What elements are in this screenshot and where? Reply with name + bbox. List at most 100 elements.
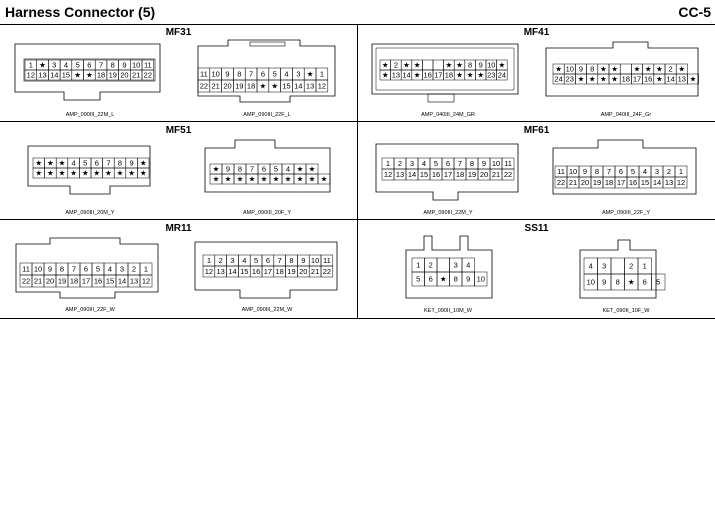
mr11-right-label: AMP_090III_22M_W	[241, 307, 293, 313]
pin-label: 23	[487, 71, 495, 80]
pin-label: 9	[579, 65, 583, 74]
pin-label: 9	[583, 167, 587, 176]
pin-label: 6	[95, 159, 99, 168]
pin-label: ★	[555, 65, 562, 74]
pin-label: 3	[410, 159, 414, 168]
pin-label: ★	[307, 70, 314, 79]
pin-label: ★	[105, 169, 112, 178]
pin-label: 3	[52, 61, 56, 70]
pin-label: ★	[213, 165, 220, 174]
pin-label: 20	[480, 170, 488, 179]
pin-label: ★	[70, 169, 77, 178]
pin-cell	[139, 274, 153, 288]
pin-label: ★	[273, 175, 280, 184]
pin-label: 9	[602, 278, 606, 287]
pin-label: ★	[446, 61, 453, 70]
pin-label: 10	[566, 65, 574, 74]
pin-cell	[610, 257, 625, 275]
pin-label: 5	[434, 159, 438, 168]
pin-label: ★	[47, 159, 54, 168]
pin-label: 2	[667, 167, 671, 176]
pin-label: 11	[323, 256, 331, 265]
pin-label: 1	[416, 261, 420, 270]
pin-label: 7	[458, 159, 462, 168]
pin-label: 5	[273, 70, 277, 79]
mf51-title: MF51	[165, 125, 192, 136]
pin-label: 18	[605, 178, 613, 187]
pin-label: ★	[271, 82, 278, 91]
pin-label: 9	[226, 165, 230, 174]
pin-label: 18	[456, 170, 464, 179]
pin-label: 3	[120, 265, 124, 274]
pin-label: 2	[629, 262, 633, 271]
pin-label: 17	[617, 178, 625, 187]
pin-label: 13	[678, 75, 686, 84]
pin-label: 5	[416, 275, 420, 284]
pin-label: ★	[297, 165, 304, 174]
pin-label: 18	[622, 75, 630, 84]
pin-label: 3	[454, 261, 458, 270]
pin-label: 11	[200, 70, 208, 79]
pin-label: ★	[213, 175, 220, 184]
pin-cell	[474, 271, 488, 287]
pin-label: ★	[600, 65, 607, 74]
pin-label: ★	[634, 65, 641, 74]
pin-label: 22	[200, 82, 208, 91]
pin-label: 22	[323, 267, 331, 276]
pin-label: 12	[27, 71, 35, 80]
pin-label: 4	[286, 165, 290, 174]
pin-cell	[141, 69, 154, 81]
pin-label: 8	[289, 256, 293, 265]
pin-label: ★	[82, 169, 89, 178]
pin-label: 21	[311, 267, 319, 276]
pin-label: 14	[402, 71, 410, 80]
pin-label: 10	[587, 278, 595, 287]
pin-label: 5	[76, 61, 80, 70]
pin-label: 18	[70, 277, 78, 286]
pin-label: 21	[34, 277, 42, 286]
ss11-left-label: KET_090II_10M_W	[424, 308, 472, 314]
pin-label: 4	[643, 167, 647, 176]
pin-label: 9	[301, 256, 305, 265]
mf41-title: MF41	[523, 27, 550, 38]
pin-label: 3	[296, 70, 300, 79]
mf61-left-label: AMP_090III_22M_Y	[423, 210, 473, 216]
pin-label: 1	[320, 70, 324, 79]
pin-label: 8	[111, 61, 115, 70]
pin-label: 12	[677, 178, 685, 187]
pin-label: 20	[581, 178, 589, 187]
pin-label: ★	[260, 82, 267, 91]
mr11-title: MR11	[165, 223, 192, 234]
pin-label: 22	[557, 178, 565, 187]
pin-label: 15	[62, 71, 70, 80]
pin-label: 1	[207, 256, 211, 265]
pin-cell	[320, 265, 334, 278]
pin-label: 2	[219, 256, 223, 265]
pin-label: ★	[578, 75, 585, 84]
pin-label: ★	[414, 71, 421, 80]
pin-label: 15	[106, 277, 114, 286]
pin-label: ★	[690, 75, 697, 84]
pin-label: 21	[569, 178, 577, 187]
pin-label: 14	[118, 277, 126, 286]
pin-label: 10	[34, 265, 42, 274]
pin-label: ★	[249, 175, 256, 184]
pin-label: ★	[467, 71, 474, 80]
pin-label: 20	[120, 71, 128, 80]
pin-label: ★	[39, 61, 46, 70]
pin-label: 11	[22, 265, 30, 274]
pin-label: 3	[230, 256, 234, 265]
pin-label: ★	[611, 65, 618, 74]
pin-label: 6	[87, 61, 91, 70]
pin-label: 19	[58, 277, 66, 286]
pin-label: 9	[225, 70, 229, 79]
pin-label: 8	[118, 159, 122, 168]
pin-cell	[651, 273, 666, 291]
pin-label: 12	[384, 170, 392, 179]
pin-label: 18	[97, 71, 105, 80]
pin-label: ★	[456, 71, 463, 80]
pin-label: ★	[382, 61, 389, 70]
